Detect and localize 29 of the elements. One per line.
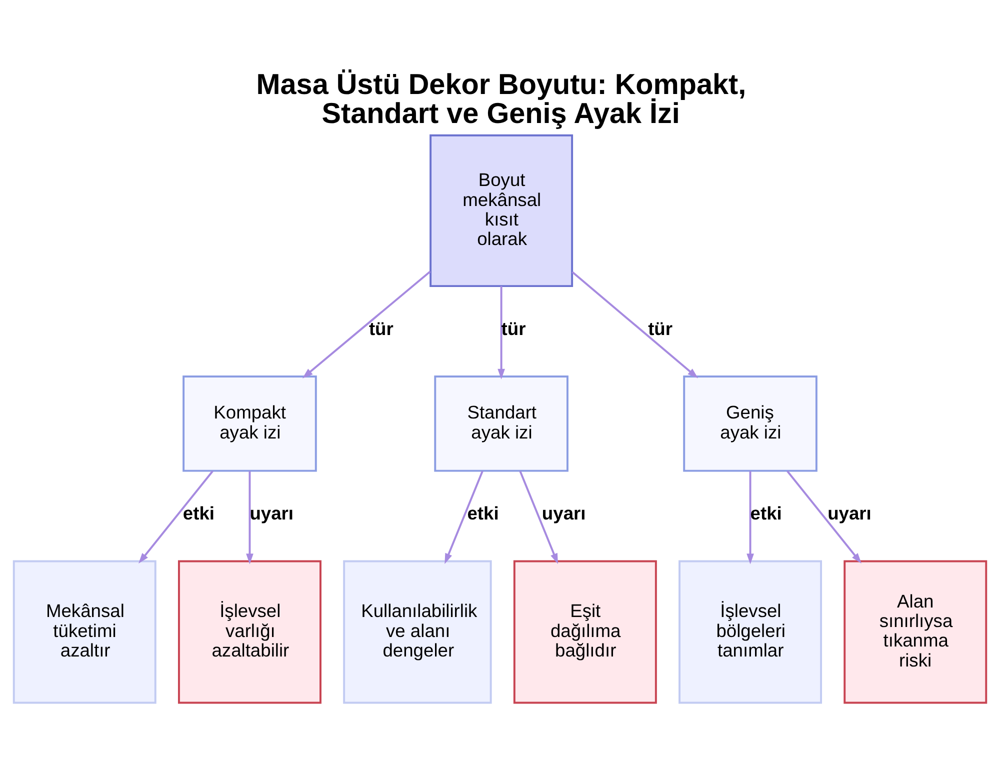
edge-label: etki	[182, 502, 214, 524]
node-box: Kompakt ayak izi	[182, 376, 317, 472]
node-box: Eşit dağılıma bağlıdır	[513, 560, 657, 704]
arrow	[498, 286, 505, 380]
node-box: Mekânsal tüketimi azaltır	[12, 560, 156, 704]
node-box: Geniş ayak izi	[683, 376, 818, 472]
node-box: İşlevsel varlığı azaltabilir	[178, 560, 322, 704]
node-box: Standart ayak izi	[434, 376, 568, 472]
node-box: Boyut mekânsal kısıt olarak	[430, 134, 574, 288]
arrow	[572, 271, 698, 378]
node-box: Kullanılabilirlik ve alanı dengeler	[343, 560, 492, 704]
node-box: İşlevsel bölgeleri tanımlar	[678, 560, 822, 704]
edge-label: tür	[368, 318, 394, 339]
diagram-title: Masa Üstü Dekor Boyutu: Kompakt, Standart ve Geniş Ayak İzi	[256, 69, 746, 130]
edge-label: uyarı	[250, 502, 294, 524]
arrow	[246, 471, 254, 564]
arrow	[444, 470, 484, 564]
edge-label: uyarı	[542, 502, 586, 524]
edge-label: etki	[750, 502, 782, 524]
arrow	[786, 470, 862, 564]
arrow	[138, 470, 214, 564]
edge-label: tür	[501, 318, 526, 339]
edge-label: tür	[648, 318, 673, 339]
arrow	[302, 270, 431, 378]
edge-label: uyarı	[828, 502, 872, 524]
edge-label: etki	[467, 502, 499, 524]
node-box: Alan sınırlıysa tıkanma riski	[844, 560, 988, 704]
arrow	[519, 470, 558, 564]
arrow	[746, 471, 754, 564]
